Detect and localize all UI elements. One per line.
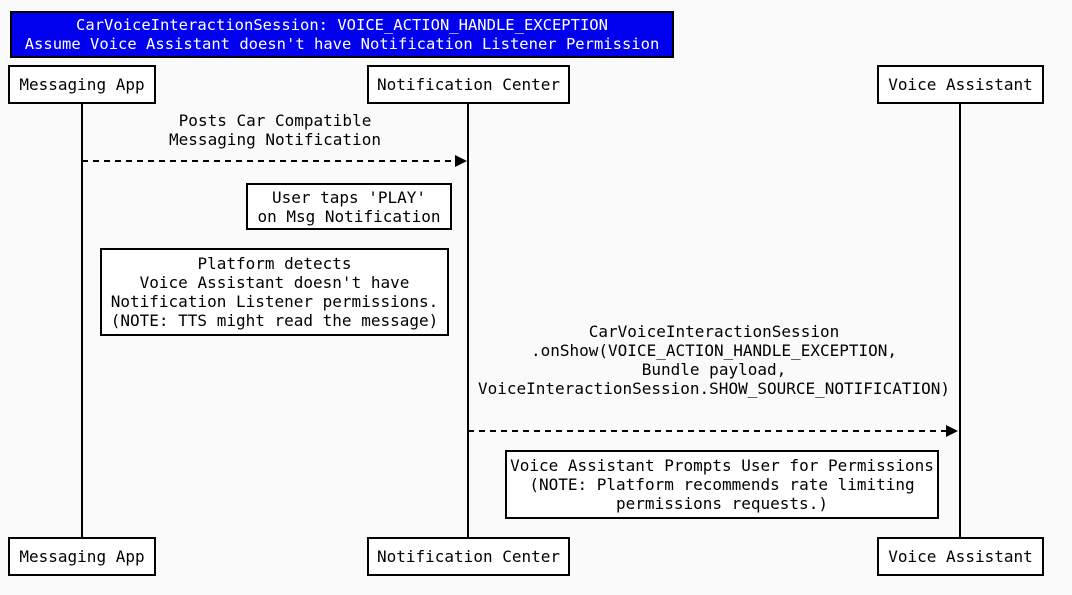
message-2-label-line-3: Bundle payload, (641, 360, 787, 379)
actor-label: Voice Assistant (888, 547, 1033, 566)
actor-label: Voice Assistant (888, 75, 1033, 94)
actor-box-voice-assistant-bottom: Voice Assistant (877, 537, 1044, 576)
message-2-label-line-2: .onShow(VOICE_ACTION_HANDLE_EXCEPTION, (530, 341, 898, 360)
title-line-1: CarVoiceInteractionSession: VOICE_ACTION… (76, 15, 608, 34)
actor-box-voice-assistant-top: Voice Assistant (877, 65, 1044, 104)
message-1-label: Posts Car Compatible Messaging Notificat… (82, 111, 468, 149)
actor-label: Notification Center (376, 547, 561, 566)
note-1-line-1: User taps 'PLAY' (271, 187, 427, 207)
message-2-label: CarVoiceInteractionSession .onShow(VOICE… (468, 322, 960, 398)
actor-box-messaging-app-bottom: Messaging App (8, 537, 156, 576)
message-2-arrowhead (946, 425, 958, 437)
actor-label: Notification Center (376, 75, 561, 94)
note-3-line-1: Voice Assistant Prompts User for Permiss… (510, 456, 934, 475)
title-box: CarVoiceInteractionSession: VOICE_ACTION… (10, 11, 674, 58)
note-1-line-2: on Msg Notification (257, 206, 441, 226)
note-2-line-4: (NOTE: TTS might read the message) (110, 311, 439, 330)
note-2-line-3: Notification Listener permissions. (110, 292, 439, 311)
lifeline-notification-center (467, 104, 469, 537)
message-2-label-line-4: VoiceInteractionSession.SHOW_SOURCE_NOTI… (477, 379, 950, 398)
title-line-2: Assume Voice Assistant doesn't have Noti… (24, 34, 660, 53)
message-1-arrow (82, 160, 456, 162)
lifeline-messaging-app (81, 104, 83, 537)
note-2-line-1: Platform detects (197, 254, 352, 273)
actor-box-notification-center-bottom: Notification Center (367, 537, 570, 576)
note-3-line-2: (NOTE: Platform recommends rate limiting (529, 475, 915, 494)
actor-box-notification-center-top: Notification Center (367, 65, 570, 104)
message-1-label-line-1: Posts Car Compatible (178, 111, 372, 130)
lifeline-voice-assistant (959, 104, 961, 537)
note-platform-detects: Platform detects Voice Assistant doesn't… (100, 248, 449, 336)
message-1-label-line-2: Messaging Notification (169, 130, 381, 149)
actor-box-messaging-app-top: Messaging App (8, 65, 156, 104)
note-voice-assistant-prompts: Voice Assistant Prompts User for Permiss… (505, 450, 939, 519)
message-2-arrow (468, 430, 948, 432)
message-1-arrowhead (455, 155, 467, 167)
actor-label: Messaging App (19, 547, 145, 566)
actor-label: Messaging App (19, 75, 145, 94)
note-2-line-2: Voice Assistant doesn't have (139, 273, 410, 292)
message-2-label-line-1: CarVoiceInteractionSession (588, 322, 840, 341)
note-user-taps-play: User taps 'PLAY' on Msg Notification (246, 183, 452, 230)
note-3-line-3: permissions requests.) (616, 494, 828, 513)
